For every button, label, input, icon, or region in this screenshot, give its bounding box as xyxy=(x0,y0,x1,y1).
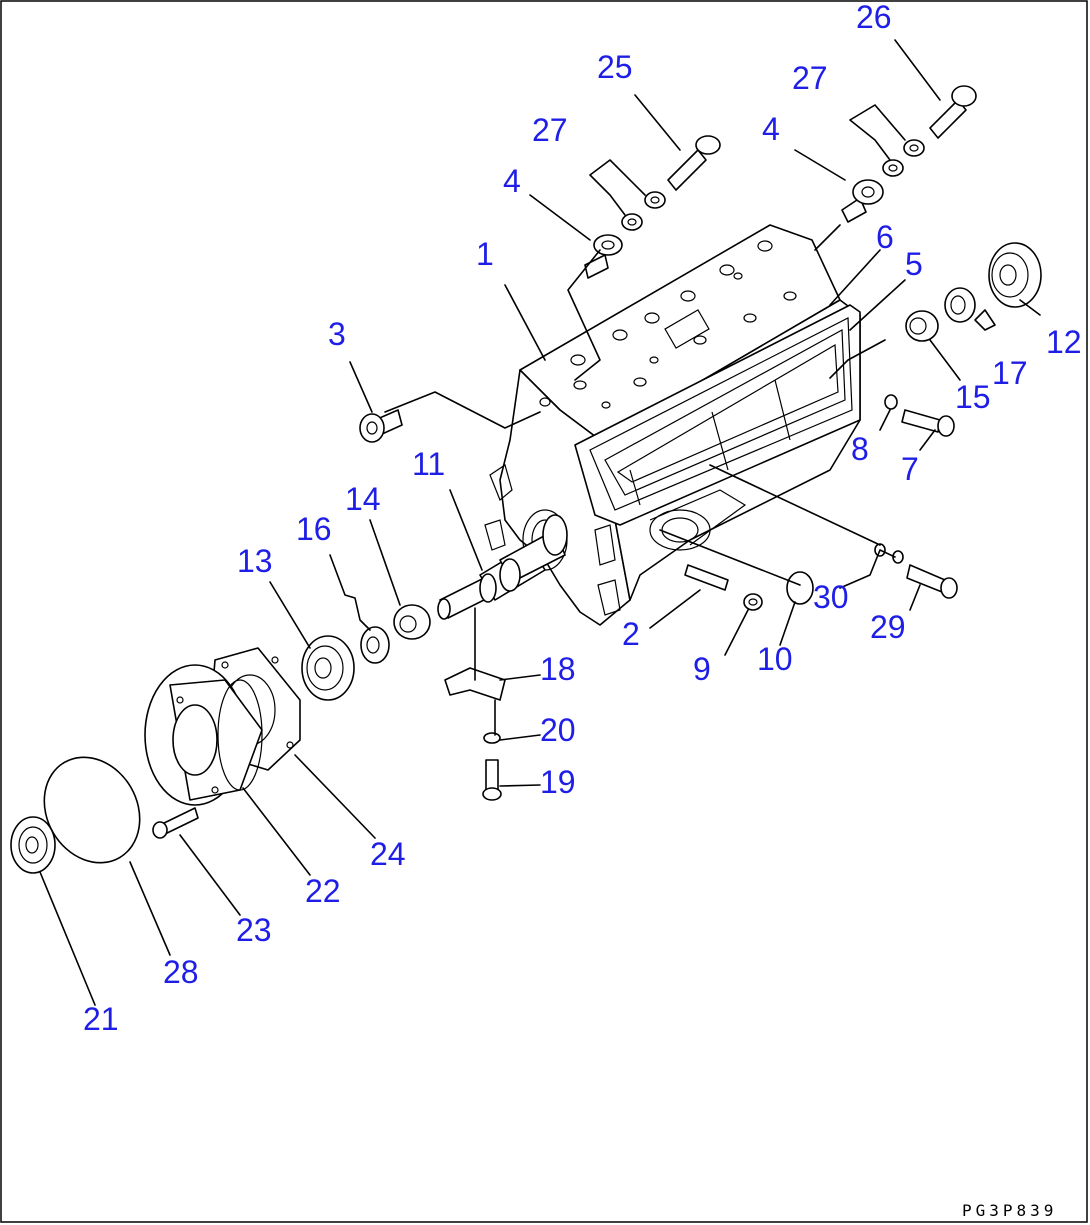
callout-3: 3 xyxy=(328,316,346,352)
callout-23: 23 xyxy=(236,912,272,948)
callout-12: 12 xyxy=(1046,324,1082,360)
seal-21 xyxy=(10,816,56,874)
washer-8 xyxy=(884,394,898,410)
callout-labels: 1 2 3 4 4 5 6 7 8 9 10 11 12 13 14 15 16… xyxy=(83,0,1082,1037)
callout-13: 13 xyxy=(237,543,273,579)
washers-27-right xyxy=(882,139,925,177)
washers-27-left xyxy=(621,191,666,231)
bolt-26 xyxy=(929,85,977,139)
nut-9 xyxy=(743,593,763,611)
callout-21: 21 xyxy=(83,1001,119,1037)
cap-10 xyxy=(786,571,814,605)
callout-4-left: 4 xyxy=(503,163,521,199)
callout-18: 18 xyxy=(540,651,576,687)
bolt-23 xyxy=(152,807,199,839)
callout-5: 5 xyxy=(905,246,923,282)
bolt-19 xyxy=(482,759,502,801)
callout-7: 7 xyxy=(901,451,919,487)
callout-11: 11 xyxy=(412,446,445,482)
ring-17 xyxy=(944,287,976,323)
stud-2 xyxy=(684,564,729,591)
callout-27-left: 27 xyxy=(532,112,568,148)
callout-19: 19 xyxy=(540,764,576,800)
callout-9: 9 xyxy=(693,651,711,687)
fitting-4-left xyxy=(584,234,623,279)
callout-6: 6 xyxy=(876,219,894,255)
bushing-14 xyxy=(393,604,431,640)
bolt-29 xyxy=(906,564,958,599)
callout-2: 2 xyxy=(622,616,640,652)
callout-28: 28 xyxy=(163,954,199,990)
callout-15: 15 xyxy=(955,379,991,415)
bracket-18 xyxy=(444,667,506,701)
bolt-7 xyxy=(901,409,955,437)
ring-16 xyxy=(360,626,390,664)
callout-20: 20 xyxy=(540,712,576,748)
callout-27-right: 27 xyxy=(792,60,828,96)
bushing-15 xyxy=(905,310,939,342)
callout-1: 1 xyxy=(476,236,494,272)
bearing-13 xyxy=(301,635,355,701)
callout-8: 8 xyxy=(851,431,869,467)
bolt-25 xyxy=(667,135,721,191)
callout-24: 24 xyxy=(370,836,406,872)
leader-lines xyxy=(39,39,1041,1006)
washer-20 xyxy=(483,732,501,744)
callout-26: 26 xyxy=(856,0,892,35)
callout-17: 17 xyxy=(992,355,1028,391)
housing-22 xyxy=(144,664,263,806)
callout-30: 30 xyxy=(813,579,849,615)
callout-16: 16 xyxy=(296,511,332,547)
callout-22: 22 xyxy=(305,873,341,909)
fitting-4-right xyxy=(841,179,884,223)
camshaft xyxy=(437,514,568,620)
callout-4-right: 4 xyxy=(762,111,780,147)
callout-10: 10 xyxy=(757,641,793,677)
washers-30 xyxy=(874,543,904,564)
pump-housing xyxy=(484,224,861,626)
bearing-12 xyxy=(988,242,1042,308)
callout-25: 25 xyxy=(597,49,633,85)
callout-14: 14 xyxy=(345,481,381,517)
plug-3 xyxy=(359,409,403,443)
callout-29: 29 xyxy=(870,609,906,645)
drawing-code: PG3P839 xyxy=(962,1201,1057,1220)
